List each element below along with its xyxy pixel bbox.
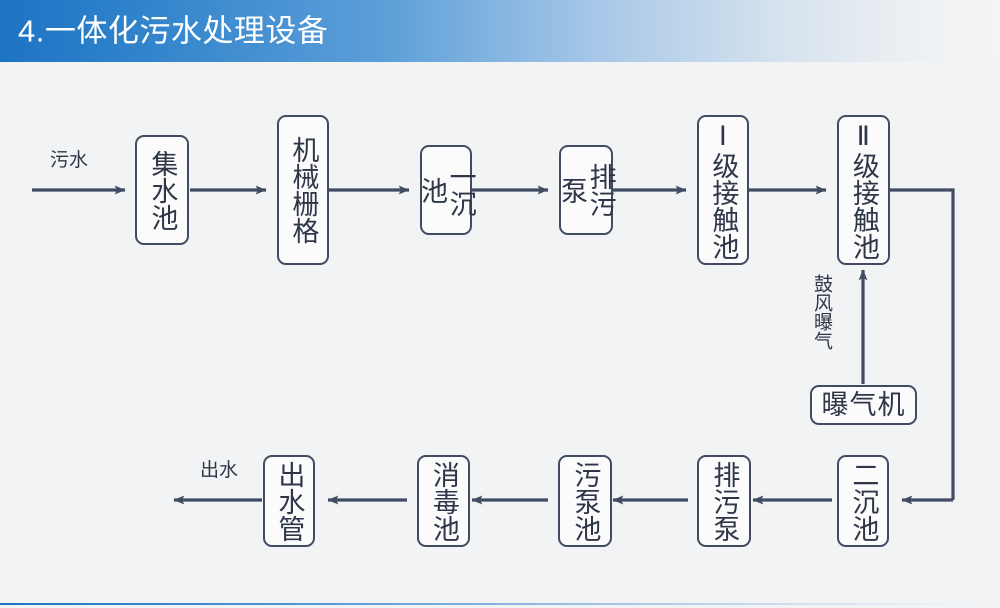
flow-node-label: 污泵池: [570, 460, 601, 542]
edge-label-inlet: 污水: [50, 150, 89, 171]
slide-header-bar: 4.一体化污水处理设备: [0, 0, 1000, 62]
flow-node-label: 排污泵: [557, 163, 616, 217]
flow-node-xiaoduchi[interactable]: 消毒池: [417, 455, 470, 547]
flow-node-label: 集水池: [147, 149, 178, 231]
flow-node-label: 曝气机: [821, 389, 906, 420]
flow-node-chushuiguan[interactable]: 出水管: [263, 455, 315, 547]
edge-label-outlet: 出水: [200, 460, 239, 481]
flow-connectors: [32, 185, 955, 505]
flow-node-yichenchi[interactable]: 一沉池: [417, 145, 476, 235]
flow-node-label: 二沉池: [848, 460, 879, 542]
flow-node-baoqiji[interactable]: 曝气机: [810, 385, 917, 425]
flow-node-jixieshange[interactable]: 机械栅格: [277, 115, 329, 265]
edge-label-aeration: 鼓风曝气: [811, 274, 832, 350]
flow-node-label: 排污泵: [709, 460, 740, 542]
flow-node-jishuichi[interactable]: 集水池: [135, 135, 189, 245]
flow-node-label: 机械栅格: [288, 136, 319, 244]
flow-node-label: 一沉池: [417, 163, 476, 217]
flow-node-label: 出水管: [274, 460, 305, 542]
flow-node-jiechuchi-1[interactable]: Ⅰ级接触池: [697, 115, 749, 265]
flow-diagram-canvas: 集水池 机械栅格 一沉池 排污泵 Ⅰ级接触池 Ⅱ级接触池 鼓风曝气 曝气机 二沉…: [0, 62, 1000, 608]
flow-node-paiwubeng-2[interactable]: 排污泵: [697, 455, 751, 547]
flow-node-paiwubeng-1[interactable]: 排污泵: [557, 145, 616, 235]
flow-node-label: 消毒池: [428, 460, 459, 542]
flow-node-erchenchi[interactable]: 二沉池: [837, 455, 889, 547]
flow-node-jiechuchi-2[interactable]: Ⅱ级接触池: [837, 115, 890, 265]
flow-node-label: Ⅰ级接触池: [708, 120, 739, 260]
flow-node-wubengchi[interactable]: 污泵池: [558, 455, 612, 547]
flow-node-label: Ⅱ级接触池: [848, 120, 879, 260]
footer-divider: [0, 603, 1000, 605]
page-title: 4.一体化污水处理设备: [18, 13, 329, 49]
